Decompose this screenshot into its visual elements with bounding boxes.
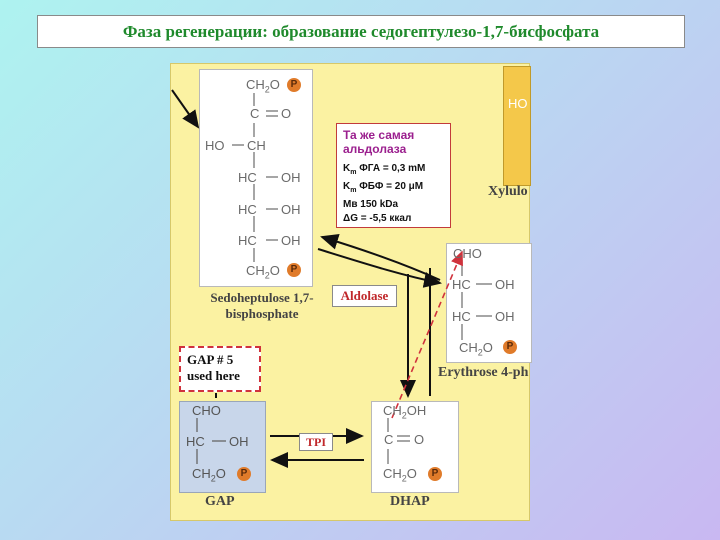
sedoheptulose-bonds [232,93,278,262]
delta-g: ΔG = -5,5 ккал [343,213,412,224]
arrow-to-erythrose [317,248,442,288]
xylulose-card [503,66,531,186]
dhap-bonds [387,418,410,464]
ery-row2-oh: OH [495,277,515,292]
dhap-ch2-bottom: CH2O [383,466,417,484]
phosphate-badge: P [428,467,442,481]
sedoheptulose-label: Sedoheptulose 1,7- bisphosphate [210,290,314,321]
sedo-row4-oh: OH [281,170,301,185]
erythrose-card [446,243,532,363]
dhap-keto-o: O [414,432,425,447]
gap-card [179,401,266,493]
xylulose-label: Xylulo [488,184,528,199]
phosphate-badge: P [287,78,301,92]
gap-cho: CHO [192,403,221,418]
sedo-row4-hc: HC [238,170,257,185]
sedo-row6-oh: OH [281,233,301,248]
dhap-card [371,401,459,493]
sedo-row3-ch: CH [247,138,266,153]
molecular-weight: Мв 150 kDa [343,199,399,210]
ery-row3-hc: HC [452,309,471,324]
km-pga: Km ФГА = 0,3 mM [343,163,426,176]
title-box: Фаза регенерации: образование седогептул… [37,15,685,48]
ery-row3-oh: OH [495,309,515,324]
sedo-ch2-top: CH2O [246,77,280,95]
sedo-keto-c: C [250,106,260,121]
dhap-ch2oh: CH2OH [383,403,427,421]
sedo-row3-ho: HO [205,138,225,153]
slide-title: Фаза регенерации: образование седогептул… [122,21,600,41]
info-heading: Та же самая альдолаза [343,128,415,156]
erythrose-label: Erythrose 4-ph [438,365,529,380]
incoming-arrow-line [171,89,200,129]
phosphate-badge: P [287,263,301,277]
gap-row2-hc: HC [186,434,205,449]
aldolase-info-box: Та же самая альдолаза Km ФГА = 0,3 mM Km… [336,123,451,228]
gap-row2-oh: OH [229,434,249,449]
sedo-row5-hc: HC [238,202,257,217]
ery-ch2-bottom: CH2O [459,340,493,358]
erythrose-bonds [461,260,492,340]
sedo-row6-hc: HC [238,233,257,248]
arrow-to-sedoheptulose [320,234,441,281]
ery-row2-hc: HC [452,277,471,292]
dhap-label: DHAP [390,494,430,509]
dashed-red-arrow [391,250,463,419]
ery-cho: CHO [453,246,482,261]
gap-ch2-bottom: CH2O [192,466,226,484]
tpi-label-box: TPI [299,433,333,451]
gap-bonds [196,418,226,464]
km-fbp: Km ФБФ = 20 μM [343,181,424,194]
dhap-keto-c: C [384,432,394,447]
gap-used-note: GAP # 5 used here [179,346,261,392]
sedo-keto-o: O [281,106,292,121]
sedoheptulose-card [199,69,313,287]
reaction-arrows [171,89,442,468]
gap-label: GAP [205,494,235,509]
phosphate-badge: P [237,467,251,481]
aldolase-label-box: Aldolase [332,285,397,307]
sedo-ch2-bottom: CH2O [246,263,280,281]
xylulose-ho: HO [508,96,528,111]
phosphate-badge: P [503,340,517,354]
sedo-row5-oh: OH [281,202,301,217]
